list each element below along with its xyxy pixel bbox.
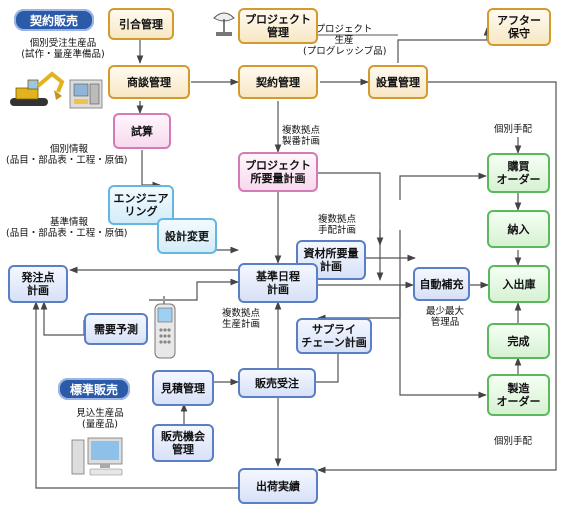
forecast-products-label: 見込生産品 (量産品)	[68, 408, 132, 430]
project-production-label: プロジェクト 生産 (プログレッシブ品)	[303, 24, 387, 57]
contract-sales-badge: 契約販売	[14, 9, 94, 31]
project-mrp-text: プロジェクト 所要量計画	[245, 159, 311, 185]
after-service-box: アフター 保守	[487, 8, 551, 46]
supply-chain-box: サプライ チェーン計画	[296, 318, 372, 354]
purchase-order-text: 購買 オーダー	[496, 160, 541, 186]
base-info-line1: 基準情報	[50, 217, 89, 228]
supply-chain-text: サプライ チェーン計画	[301, 323, 367, 349]
completion-box: 完成	[487, 323, 550, 359]
multi-site-prod-line1: 複数拠点	[222, 308, 261, 319]
purchase-order-box: 購買 オーダー	[487, 153, 550, 193]
individual-arrange-top-label: 個別手配	[494, 124, 533, 135]
material-mrp-text: 資材所要量 計画	[303, 247, 359, 273]
inquiry-box: 引合管理	[108, 8, 174, 40]
contract-box: 契約管理	[238, 65, 318, 99]
minmax-label: 最少最大 管理品	[416, 306, 474, 328]
mobile-phone-icon	[154, 296, 176, 359]
multi-site-prod-label: 複数拠点 生産計画	[222, 308, 260, 330]
sales-order-text: 販売受注	[255, 376, 299, 390]
delivery-text: 納入	[507, 222, 530, 236]
multi-site-order-line2: 手配計画	[318, 225, 357, 236]
negotiation-box: 商談管理	[108, 65, 190, 99]
forecast-products-line1: 見込生産品	[76, 408, 124, 419]
installation-text: 設置管理	[376, 75, 420, 89]
estimate-box: 試算	[113, 113, 171, 149]
contract-products-label: 個別受注生産品 (試作・量産準備品)	[8, 38, 118, 60]
delivery-box: 納入	[487, 210, 550, 248]
quotation-box: 見積管理	[152, 370, 214, 406]
multi-site-order-label: 複数拠点 手配計画	[318, 214, 356, 236]
demand-forecast-box: 需要予測	[84, 313, 148, 345]
order-point-box: 発注点 計画	[8, 265, 68, 303]
project-production-line2: 生産	[334, 35, 354, 46]
sales-opportunity-box: 販売機会 管理	[152, 424, 214, 462]
project-production-line3: (プログレッシブ品)	[303, 46, 387, 57]
individual-info-label: 個別情報 (品目・部品表・工程・原価)	[6, 144, 127, 166]
contract-products-line1: 個別受注生産品	[29, 38, 97, 49]
mfg-order-box: 製造 オーダー	[487, 374, 550, 416]
shipment-text: 出荷実績	[256, 479, 300, 493]
contract-text: 契約管理	[256, 75, 300, 89]
mfg-order-text: 製造 オーダー	[496, 382, 541, 408]
minmax-line1: 最少最大	[425, 306, 464, 317]
forecast-products-line2: (量産品)	[82, 419, 118, 430]
order-point-text: 発注点 計画	[21, 271, 55, 297]
completion-text: 完成	[507, 334, 530, 348]
sales-order-box: 販売受注	[238, 368, 316, 398]
stock-in-out-box: 入出庫	[488, 265, 550, 303]
after-service-text: アフター 保守	[497, 14, 541, 40]
multi-site-mfg-line1: 複数拠点	[282, 125, 321, 136]
multi-site-mfg-label: 複数拠点 製番計画	[282, 125, 320, 147]
individual-arrange-bottom-label: 個別手配	[494, 436, 533, 447]
estimate-text: 試算	[131, 124, 153, 138]
standard-sales-badge: 標準販売	[58, 378, 130, 400]
design-change-box: 設計変更	[157, 218, 217, 254]
multi-site-mfg-line2: 製番計画	[282, 136, 321, 147]
sales-opportunity-text: 販売機会 管理	[161, 430, 205, 456]
stock-in-out-text: 入出庫	[502, 277, 536, 291]
design-change-text: 設計変更	[165, 229, 209, 243]
quotation-text: 見積管理	[161, 381, 205, 395]
base-info-line2: (品目・部品表・工程・原価)	[6, 228, 128, 239]
master-schedule-text: 基準日程 計画	[256, 270, 300, 296]
installation-box: 設置管理	[368, 65, 428, 99]
project-production-line1: プロジェクト	[315, 24, 373, 35]
machine-icon	[69, 79, 103, 109]
auto-replenish-box: 自動補充	[413, 267, 470, 301]
satellite-dish-icon	[213, 12, 235, 36]
project-mgmt-text: プロジェクト 管理	[245, 13, 311, 39]
engineering-text: エンジニア リング	[113, 192, 169, 218]
shipment-box: 出荷実績	[238, 468, 318, 504]
multi-site-order-line1: 複数拠点	[318, 214, 357, 225]
master-schedule-box: 基準日程 計画	[238, 263, 318, 303]
demand-forecast-text: 需要予測	[94, 322, 138, 336]
auto-replenish-text: 自動補充	[419, 277, 464, 291]
individual-info-line2: (品目・部品表・工程・原価)	[6, 155, 128, 166]
base-info-label: 基準情報 (品目・部品表・工程・原価)	[6, 217, 127, 239]
contract-products-line2: (試作・量産準備品)	[21, 49, 105, 60]
project-mrp-box: プロジェクト 所要量計画	[238, 152, 318, 192]
inquiry-text: 引合管理	[119, 17, 163, 31]
multi-site-prod-line2: 生産計画	[222, 319, 261, 330]
individual-info-line1: 個別情報	[50, 144, 89, 155]
negotiation-text: 商談管理	[127, 75, 171, 89]
excavator-icon	[10, 71, 65, 106]
minmax-line2: 管理品	[430, 317, 460, 328]
project-mgmt-box: プロジェクト 管理	[238, 8, 318, 44]
computer-icon	[71, 437, 123, 476]
